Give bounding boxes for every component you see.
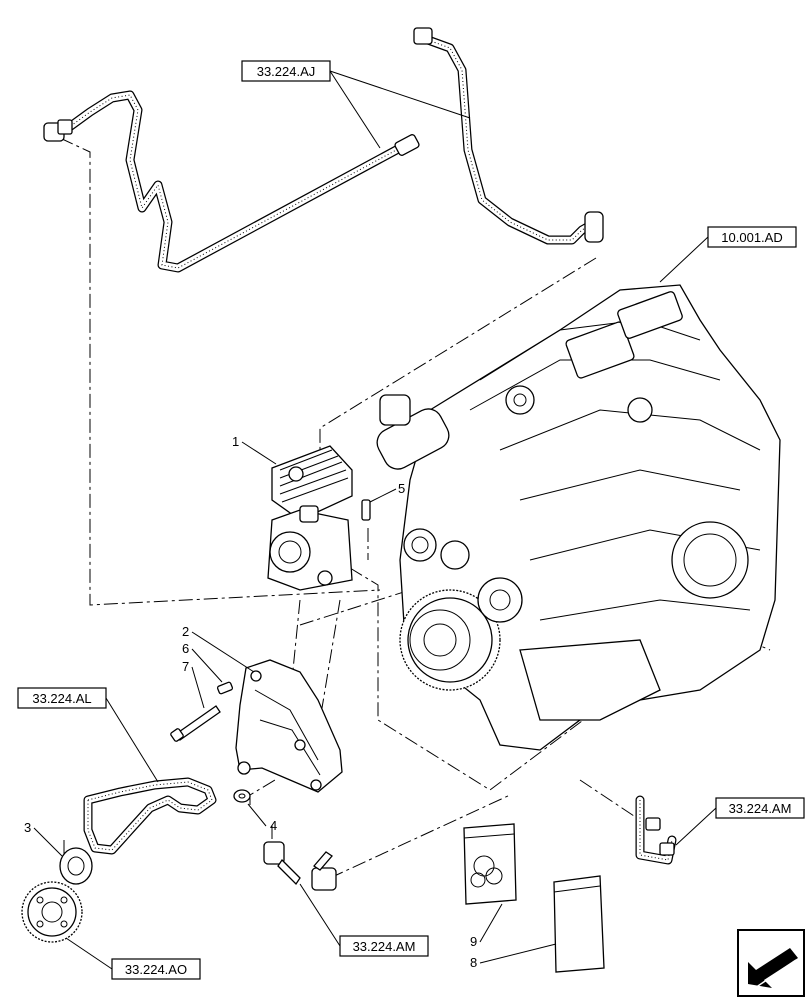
engine <box>376 284 781 751</box>
drive-gear <box>21 881 83 943</box>
fittings-right <box>635 795 677 865</box>
bolt-5 <box>361 499 371 521</box>
arrow-down-left-icon[interactable] <box>737 929 805 997</box>
callout-1: 1 <box>232 434 239 449</box>
callout-3: 3 <box>24 820 31 835</box>
callout-7: 7 <box>182 659 189 674</box>
bolt-6 <box>216 681 234 695</box>
reference-ad-label: 10.001.AD <box>721 230 782 245</box>
air-compressor <box>267 445 353 591</box>
callout-2: 2 <box>182 624 189 639</box>
callout-5: 5 <box>398 481 405 496</box>
bag-part-8 <box>553 875 605 973</box>
callout-9: 9 <box>470 934 477 949</box>
pulley-part-3 <box>59 847 93 885</box>
air-line-left <box>43 90 420 273</box>
reference-aj-label: 33.224.AJ <box>257 64 316 79</box>
reference-ad[interactable]: 10.001.AD <box>707 226 797 248</box>
reference-am-right[interactable]: 33.224.AM <box>715 797 805 819</box>
drive-belt <box>83 777 217 855</box>
mounting-bracket <box>235 659 343 793</box>
callout-4: 4 <box>270 818 277 833</box>
fittings-bottom <box>263 841 337 891</box>
callout-6: 6 <box>182 641 189 656</box>
reference-am-bottom[interactable]: 33.224.AM <box>339 935 429 957</box>
reference-ao-label: 33.224.AO <box>125 962 187 977</box>
reference-al-label: 33.224.AL <box>32 691 91 706</box>
washer-part-4 <box>233 789 251 803</box>
reference-am-bottom-label: 33.224.AM <box>353 939 416 954</box>
reference-ao[interactable]: 33.224.AO <box>111 958 201 980</box>
reference-am-right-label: 33.224.AM <box>729 801 792 816</box>
reference-aj[interactable]: 33.224.AJ <box>241 60 331 82</box>
fasteners <box>170 499 371 742</box>
callout-8: 8 <box>470 955 477 970</box>
air-line-top <box>413 27 604 245</box>
callouts: 1 2 3 4 5 6 7 8 9 <box>24 434 557 970</box>
seal-kit-part-9 <box>463 823 517 905</box>
reference-al[interactable]: 33.224.AL <box>17 687 107 709</box>
